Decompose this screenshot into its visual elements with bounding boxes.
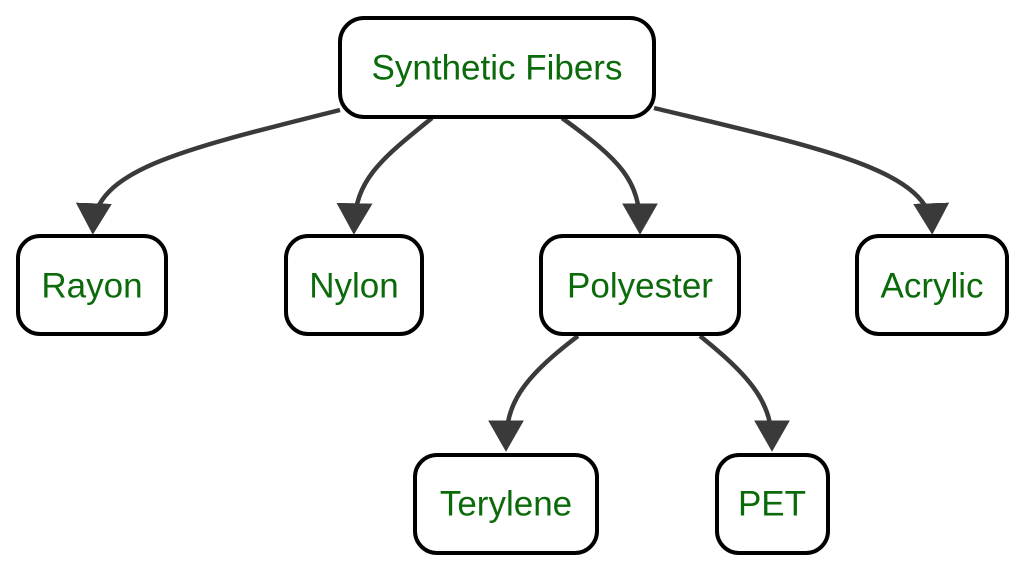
edges [75, 105, 950, 452]
node-label: Acrylic [880, 267, 983, 306]
node-box [413, 453, 599, 555]
node-label: Rayon [41, 267, 142, 306]
node-label: Polyester [567, 267, 713, 306]
node-box [855, 234, 1009, 336]
node-box [539, 234, 741, 336]
node-box [16, 234, 168, 336]
edge-root-to-rayon [75, 107, 341, 235]
edge-root-to-polyester [560, 116, 658, 235]
node-rayon: Rayon [16, 234, 168, 336]
node-box [338, 16, 656, 119]
node-polyester: Polyester [539, 234, 741, 336]
node-synthetic-fibers: Synthetic Fibers [338, 16, 656, 119]
node-nylon: Nylon [284, 234, 424, 336]
edge-polyester-to-terylene [488, 334, 580, 452]
node-acrylic: Acrylic [855, 234, 1009, 336]
node-terylene: Terylene [413, 453, 599, 555]
node-pet: PET [715, 453, 830, 555]
node-label: Synthetic Fibers [372, 49, 623, 88]
edge-root-to-acrylic [653, 105, 950, 235]
edge-polyester-to-pet [698, 334, 790, 452]
node-label: Terylene [440, 485, 572, 524]
edge-root-to-nylon [336, 116, 434, 235]
node-label: Nylon [309, 267, 398, 306]
node-box [715, 453, 830, 555]
node-label: PET [738, 485, 806, 524]
node-box [284, 234, 424, 336]
